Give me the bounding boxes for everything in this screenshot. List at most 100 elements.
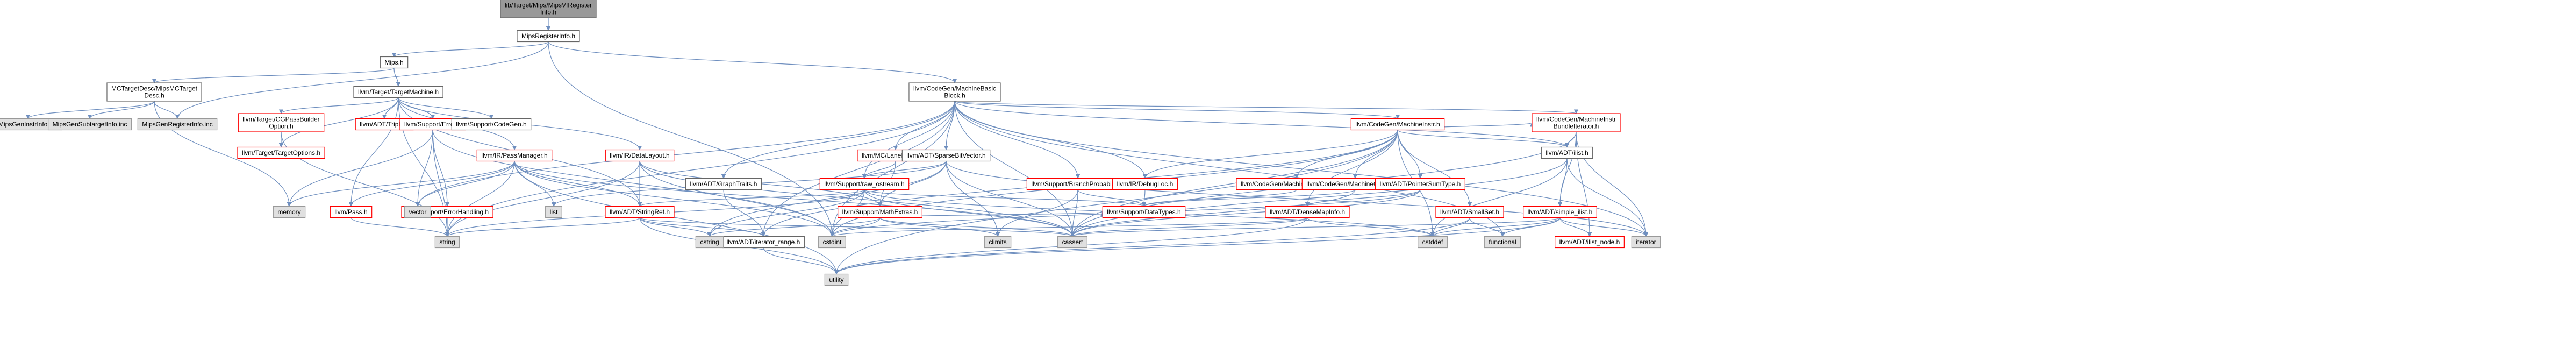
edge-mipsh-to-mctarget bbox=[152, 67, 395, 83]
node-label: llvm/CodeGen/MachineBasic bbox=[913, 85, 996, 93]
node-cstddef: cstddef bbox=[1418, 236, 1448, 249]
node-box bbox=[1057, 236, 1087, 249]
node-passmanager[interactable]: llvm/IR/PassManager.h bbox=[476, 149, 553, 162]
node-box bbox=[238, 113, 325, 132]
node-box bbox=[838, 206, 922, 218]
node-passh[interactable]: llvm/Pass.h bbox=[330, 206, 373, 218]
node-debugloc[interactable]: llvm/IR/DebugLoc.h bbox=[1112, 178, 1178, 190]
node-vector: vector bbox=[404, 206, 431, 218]
node-codegenh[interactable]: llvm/Support/CodeGen.h bbox=[451, 118, 532, 131]
node-densemapinfo[interactable]: llvm/ADT/DenseMapInfo.h bbox=[1265, 206, 1350, 218]
node-box bbox=[1265, 206, 1350, 218]
node-label: Block.h bbox=[944, 92, 965, 100]
node-mipsreginfo[interactable]: MipsRegisterInfo.h bbox=[517, 30, 580, 43]
node-mipsgenregister: MipsGenRegisterInfo.inc bbox=[137, 118, 218, 131]
node-label: llvm/ADT/ilist.h bbox=[1545, 149, 1588, 157]
node-branchprob[interactable]: llvm/Support/BranchProbability.h bbox=[1026, 178, 1129, 190]
edge-ptrsum-to-densemapinfo bbox=[1305, 189, 1421, 207]
node-ilisth[interactable]: llvm/ADT/ilist.h bbox=[1541, 146, 1593, 159]
node-iterrange[interactable]: llvm/ADT/iterator_range.h bbox=[722, 236, 805, 249]
node-box bbox=[1375, 178, 1465, 190]
edge-mipsreginfo-to-mbb bbox=[548, 41, 957, 83]
edge-passmanager-to-memory bbox=[287, 161, 515, 207]
edge-mbb-to-cassert bbox=[954, 101, 1075, 237]
node-box bbox=[353, 86, 443, 98]
node-datalayout[interactable]: llvm/IR/DataLayout.h bbox=[605, 149, 675, 162]
node-cstdint: cstdint bbox=[818, 236, 846, 249]
edge-machineinstr-to-debugloc bbox=[1142, 130, 1398, 179]
node-mibundleiter[interactable]: llvm/CodeGen/MachineInstrBundleIterator.… bbox=[1532, 113, 1621, 132]
node-box bbox=[48, 118, 132, 131]
node-datatypes[interactable]: llvm/Support/DataTypes.h bbox=[1102, 206, 1186, 218]
node-box bbox=[1555, 236, 1625, 249]
edge-stringref-to-iterrange bbox=[639, 217, 766, 237]
edge-machineinstr-to-mop bbox=[1353, 130, 1398, 179]
node-simpleilist[interactable]: llvm/ADT/simple_ilist.h bbox=[1523, 206, 1597, 218]
node-triple[interactable]: llvm/ADT/Triple.h bbox=[355, 118, 414, 131]
node-label: llvm/ADT/SparseBitVector.h bbox=[906, 152, 985, 159]
node-label: llvm/Target/TargetMachine.h bbox=[358, 88, 439, 96]
node-sparsebv[interactable]: llvm/ADT/SparseBitVector.h bbox=[901, 149, 991, 162]
node-label: BundleIterator.h bbox=[1554, 123, 1599, 130]
edge-passmanager-to-passh bbox=[348, 161, 515, 207]
edge-targetmachine-to-cgpassbuilder bbox=[278, 97, 399, 114]
node-label: functional bbox=[1489, 238, 1516, 246]
node-ptrsum[interactable]: llvm/ADT/PointerSumType.h bbox=[1375, 178, 1465, 190]
node-mathextras[interactable]: llvm/Support/MathExtras.h bbox=[838, 206, 922, 218]
edge-ilisth-to-iterator bbox=[1566, 158, 1649, 237]
node-label: llvm/ADT/PointerSumType.h bbox=[1380, 180, 1461, 188]
node-box bbox=[1112, 178, 1178, 190]
edge-mbb-to-ilisth bbox=[954, 101, 1569, 148]
node-graphtraits[interactable]: llvm/ADT/GraphTraits.h bbox=[685, 178, 762, 190]
edge-machineinstr-to-ptrsum bbox=[1397, 130, 1423, 179]
edge-debugloc-to-datatypes bbox=[1141, 189, 1147, 207]
node-box bbox=[1418, 236, 1448, 249]
edge-passmanager-to-list bbox=[514, 161, 556, 207]
edge-rawostream-to-cassert bbox=[864, 189, 1075, 237]
node-box bbox=[330, 206, 373, 218]
node-box bbox=[1523, 206, 1597, 218]
node-box bbox=[500, 0, 597, 18]
edge-passmanager-to-utility bbox=[514, 161, 839, 275]
node-label: cstdint bbox=[823, 238, 842, 246]
node-functional: functional bbox=[1484, 236, 1521, 249]
node-label: llvm/Target/TargetOptions.h bbox=[242, 149, 320, 157]
node-ilistnode[interactable]: llvm/ADT/ilist_node.h bbox=[1555, 236, 1625, 249]
node-label: llvm/Target/CGPassBuilder bbox=[242, 116, 319, 123]
edge-sparsebv-to-mathextras bbox=[877, 161, 947, 207]
node-memory: memory bbox=[273, 206, 306, 218]
node-smallset[interactable]: llvm/ADT/SmallSet.h bbox=[1435, 206, 1504, 218]
node-iterator: iterator bbox=[1631, 236, 1661, 249]
edge-mop-to-datatypes bbox=[1141, 189, 1356, 207]
node-box bbox=[1350, 118, 1445, 131]
edge-targetmachine-to-supporterror bbox=[398, 97, 435, 119]
node-machineinstr[interactable]: llvm/CodeGen/MachineInstr.h bbox=[1350, 118, 1445, 131]
node-box bbox=[1541, 146, 1593, 159]
edge-ilisth-to-cassert bbox=[1070, 158, 1568, 237]
node-supporterror[interactable]: llvm/Support/Error.h bbox=[399, 118, 466, 131]
node-utility: utility bbox=[824, 273, 849, 286]
node-label: llvm/Support/DataTypes.h bbox=[1107, 208, 1180, 216]
node-rawostream[interactable]: llvm/Support/raw_ostream.h bbox=[819, 178, 910, 190]
node-label: llvm/IR/DataLayout.h bbox=[610, 152, 669, 159]
node-label: llvm/Pass.h bbox=[334, 208, 367, 216]
nodes-layer: lib/Target/Mips/MipsVIRegisterInfo.hMips… bbox=[0, 0, 1661, 286]
node-label: Mips.h bbox=[384, 59, 403, 66]
edge-mbb-to-rawostream bbox=[862, 101, 955, 179]
node-targetoptions[interactable]: llvm/Target/TargetOptions.h bbox=[237, 146, 325, 159]
node-mipsh[interactable]: Mips.h bbox=[380, 56, 409, 69]
node-targetmachine[interactable]: llvm/Target/TargetMachine.h bbox=[353, 86, 443, 98]
node-stringref[interactable]: llvm/ADT/StringRef.h bbox=[605, 206, 675, 218]
edge-mipsh-to-targetmachine bbox=[393, 68, 401, 87]
node-label: llvm/CodeGen/MachineInstr bbox=[1536, 116, 1616, 123]
edge-mibundleiter-to-ilisth bbox=[1564, 131, 1577, 148]
edge-branchprob-to-cassert bbox=[1070, 189, 1078, 237]
node-label: llvm/Support/BranchProbability.h bbox=[1031, 180, 1124, 188]
node-label: MipsRegisterInfo.h bbox=[521, 32, 575, 40]
edges-layer bbox=[25, 18, 1649, 275]
edge-mop-to-cassert bbox=[1070, 189, 1356, 237]
node-label: lib/Target/Mips/MipsVIRegister bbox=[505, 2, 592, 9]
